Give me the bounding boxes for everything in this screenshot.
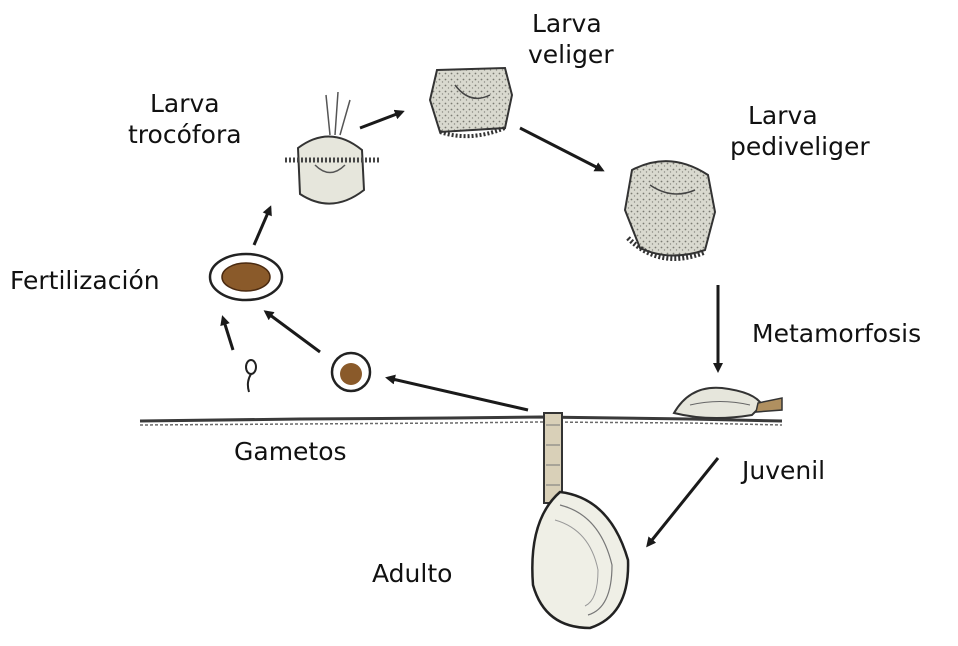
arrow-egg-fertilizacion bbox=[266, 312, 320, 352]
juvenile-clam-icon bbox=[674, 388, 782, 418]
veliger-larva-icon bbox=[430, 68, 512, 136]
arrow-fertilizacion-trocofora bbox=[254, 208, 270, 245]
sperm-icon bbox=[246, 360, 256, 392]
label-trocofora-line2: trocófora bbox=[128, 119, 242, 150]
arrow-juvenil-adulto bbox=[648, 458, 718, 545]
label-veliger: Larva veliger bbox=[528, 8, 614, 70]
sediment-surface bbox=[140, 417, 782, 425]
label-pediveliger: Larva pediveliger bbox=[730, 100, 870, 162]
label-veliger-line1: Larva bbox=[528, 8, 614, 39]
label-adulto: Adulto bbox=[372, 558, 452, 589]
label-veliger-line2: veliger bbox=[528, 39, 614, 70]
label-pediveliger-line2: pediveliger bbox=[730, 131, 870, 162]
label-gametos: Gametos bbox=[234, 436, 347, 467]
label-pediveliger-line1: Larva bbox=[730, 100, 870, 131]
label-juvenil: Juvenil bbox=[742, 455, 825, 486]
arrow-veliger-pediveliger bbox=[520, 128, 602, 170]
label-metamorfosis: Metamorfosis bbox=[752, 318, 921, 349]
label-fertilizacion: Fertilización bbox=[10, 265, 160, 296]
fertilized-egg-icon bbox=[210, 254, 282, 300]
arrow-adulto-egg bbox=[388, 378, 528, 410]
arrow-sperm-fertilizacion bbox=[223, 318, 233, 350]
trochophore-larva-icon bbox=[285, 92, 380, 204]
adult-clam-icon bbox=[532, 413, 628, 628]
pediveliger-larva-icon bbox=[625, 161, 715, 258]
egg-icon bbox=[332, 353, 370, 391]
label-trocofora: Larva trocófora bbox=[128, 88, 242, 150]
label-trocofora-line1: Larva bbox=[128, 88, 242, 119]
arrow-trocofora-veliger bbox=[360, 112, 402, 128]
